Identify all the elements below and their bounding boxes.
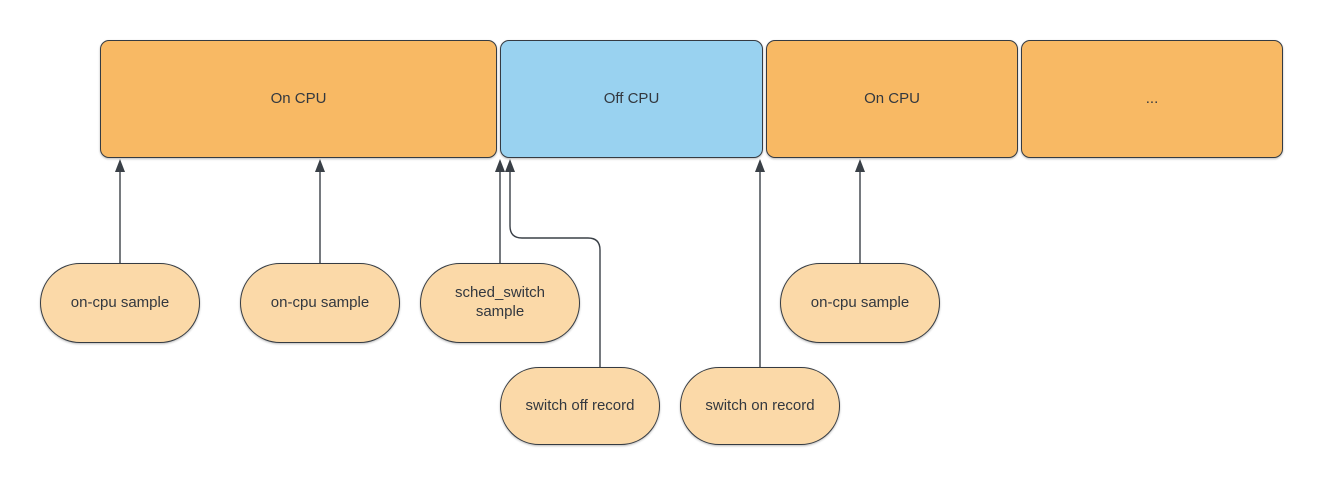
event-on-cpu-sample-2: on-cpu sample [240,263,400,343]
arrowhead [755,159,765,172]
segment-label: On CPU [270,89,327,107]
event-label: on-cpu sample [270,293,370,311]
segment-label: On CPU [864,89,920,107]
event-label: on-cpu sample [70,293,170,311]
event-switch-off-record: switch off record [500,367,660,445]
event-label: switch off record [525,396,635,414]
arrowhead [115,159,125,172]
timeline-segment-off-cpu: Off CPU [500,40,763,158]
arrowhead [315,159,325,172]
timeline-segment-ellipsis: ... [1021,40,1283,158]
event-label: switch on record [705,396,815,414]
event-sched-switch-sample: sched_switch sample [420,263,580,343]
event-switch-on-record: switch on record [680,367,840,445]
arrowhead [505,159,515,172]
arrowhead [855,159,865,172]
timeline-segment-on-cpu-2: On CPU [766,40,1018,158]
arrowhead [495,159,505,172]
segment-label: Off CPU [603,89,660,107]
event-on-cpu-sample-1: on-cpu sample [40,263,200,343]
event-on-cpu-sample-3: on-cpu sample [780,263,940,343]
segment-label: ... [1145,89,1159,107]
event-label: on-cpu sample [810,293,910,311]
event-label: sched_switch sample [454,284,546,320]
timeline-segment-on-cpu-1: On CPU [100,40,497,158]
